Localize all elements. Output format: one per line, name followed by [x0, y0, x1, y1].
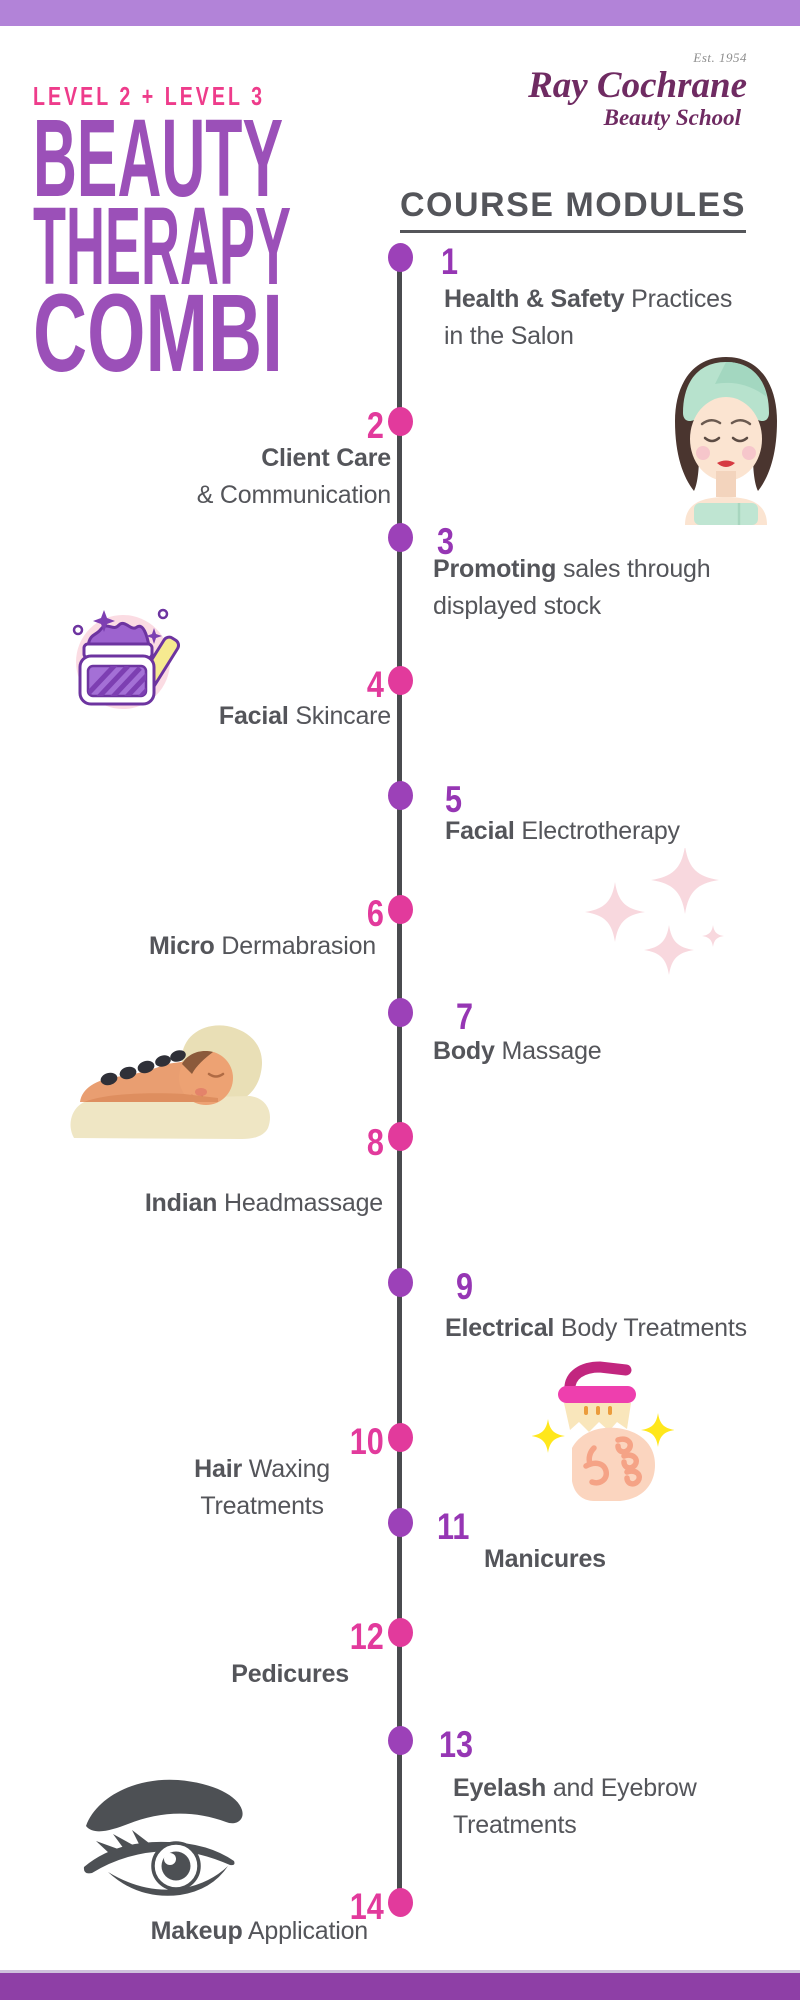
timeline-dot-14 — [387, 1888, 413, 1917]
module-2-label: Client Care & Communication — [196, 444, 392, 509]
module-6-label: Micro Dermabrasion — [148, 932, 376, 960]
module-11-label: Manicures — [484, 1545, 606, 1573]
bottom-bar-highlight — [0, 1970, 800, 1973]
module-13-label: Eyelash and Eyebrow Treatments — [453, 1774, 697, 1839]
module-9-label: Electrical Body Treatments — [445, 1314, 747, 1342]
module-4-label: Facial Skincare — [218, 702, 391, 730]
title-line-1: BEAUTY — [33, 97, 283, 220]
module-number-14: 14 — [349, 1885, 384, 1928]
timeline-dot-11 — [387, 1508, 413, 1537]
logo-school-text: Beauty School — [603, 105, 741, 130]
module-number-6: 6 — [366, 892, 384, 935]
timeline-dot-5 — [387, 781, 413, 810]
title-line-2: THERAPY — [33, 185, 291, 308]
module-number-2: 2 — [366, 404, 384, 447]
timeline-dot-8 — [387, 1122, 413, 1151]
timeline-dot-9 — [387, 1268, 413, 1297]
module-number-9: 9 — [456, 1265, 474, 1308]
module-number-3: 3 — [437, 520, 455, 563]
cream-jar-icon — [72, 608, 181, 709]
timeline-dot-12 — [387, 1618, 413, 1647]
section-heading: COURSE MODULES — [400, 186, 746, 233]
module-7-label: Body Massage — [433, 1037, 602, 1065]
module-number-1: 1 — [441, 240, 459, 283]
brand-logo: Est. 1954 Ray Cochrane Beauty School — [528, 50, 747, 130]
timeline-line — [397, 257, 402, 1903]
sparkles-icon — [585, 848, 724, 975]
module-number-12: 12 — [349, 1615, 384, 1658]
logo-est-text: Est. 1954 — [693, 50, 747, 65]
module-5-label: Facial Electrotherapy — [445, 817, 680, 845]
module-number-8: 8 — [366, 1121, 384, 1164]
timeline-dot-10 — [387, 1423, 413, 1452]
module-number-11: 11 — [437, 1505, 470, 1548]
module-number-7: 7 — [456, 995, 474, 1038]
timeline-dot-13 — [387, 1726, 413, 1755]
module-14-label: Makeup Application — [150, 1917, 369, 1945]
module-8-label: Indian Headmassage — [144, 1189, 383, 1217]
manicure-brush-hand-icon — [532, 1361, 674, 1501]
timeline-dot-3 — [387, 523, 413, 552]
timeline-dot-6 — [387, 895, 413, 924]
timeline-dot-1 — [387, 243, 413, 272]
bottom-accent-bar — [0, 1973, 800, 2000]
title-line-3: COMBI — [33, 272, 283, 384]
eyebrow-eye-icon — [83, 1779, 243, 1896]
module-number-5: 5 — [445, 778, 463, 821]
logo-name-text: Ray Cochrane — [528, 65, 747, 106]
timeline-dot-4 — [387, 666, 413, 695]
headline-block: LEVEL 2 + LEVEL 3 BEAUTY THERAPY COMBI — [33, 81, 291, 384]
module-1-label: Health & Safety Practices in the Salon — [444, 285, 733, 350]
module-number-4: 4 — [366, 663, 384, 706]
module-12-label: Pedicures — [231, 1660, 349, 1688]
module-3-label: Promoting sales through displayed stock — [433, 555, 711, 620]
level-label: LEVEL 2 + LEVEL 3 — [33, 81, 265, 111]
module-number-13: 13 — [439, 1723, 474, 1766]
module-10-label: Hair Waxing Treatments — [194, 1455, 330, 1520]
timeline-dot-2 — [387, 407, 413, 436]
top-accent-bar — [0, 0, 800, 26]
timeline-dot-7 — [387, 998, 413, 1027]
module-number-10: 10 — [349, 1420, 384, 1463]
facial-client-icon — [675, 357, 777, 525]
hot-stone-massage-icon — [70, 1025, 270, 1139]
